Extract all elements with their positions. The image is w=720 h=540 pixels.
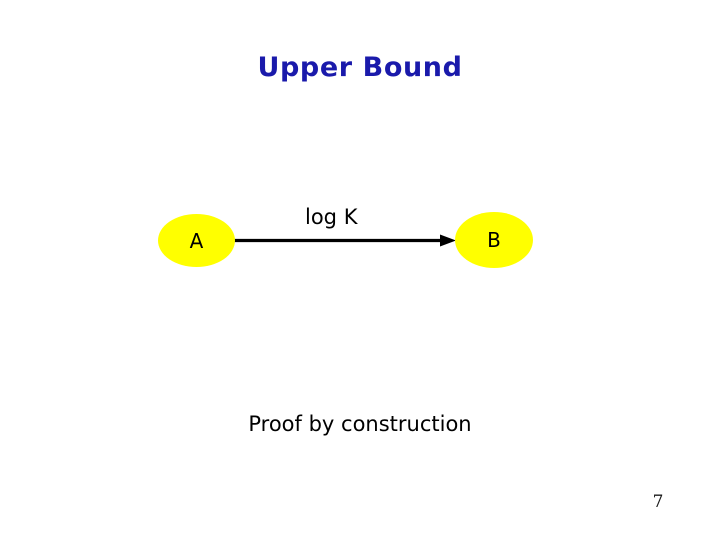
graph-node-b[interactable]: B bbox=[455, 212, 533, 268]
edge-arrowhead-icon bbox=[440, 234, 456, 247]
graph-node-a-label: A bbox=[189, 228, 204, 253]
graph-node-a[interactable]: A bbox=[158, 214, 235, 267]
proof-note-text: Proof by construction bbox=[248, 412, 472, 436]
graph-node-b-label: B bbox=[487, 228, 501, 252]
slide-title: Upper Bound bbox=[257, 52, 463, 83]
edge-label-log-k: log K bbox=[305, 205, 358, 229]
page-number: 7 bbox=[652, 492, 664, 512]
